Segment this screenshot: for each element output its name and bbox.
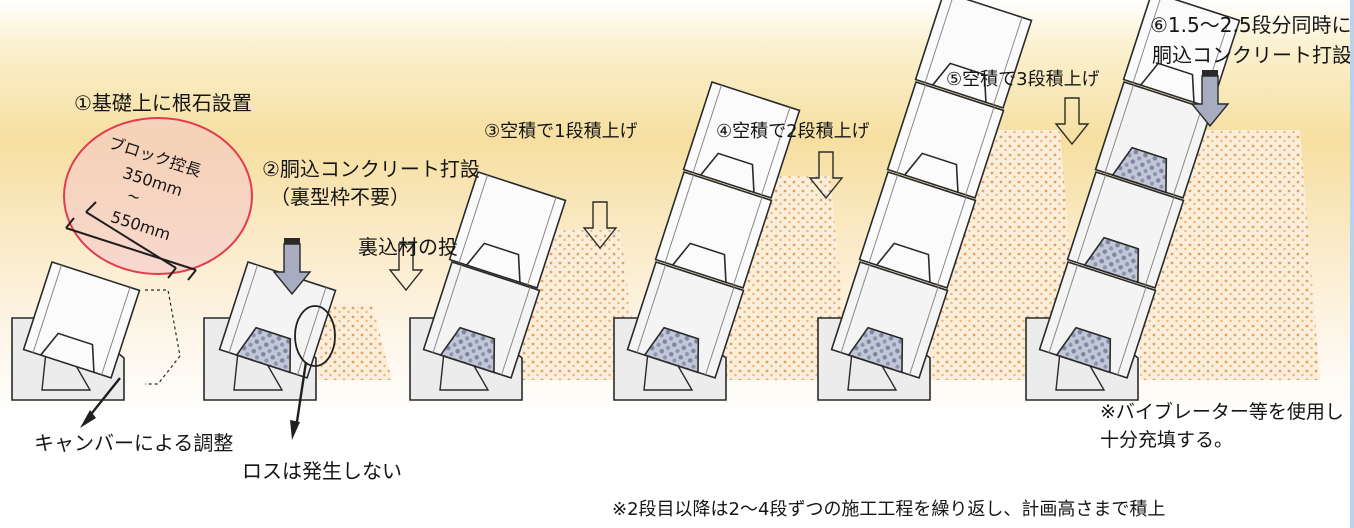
- no-loss-label: ロスは発生しない: [242, 459, 402, 483]
- vibrator-note-line1: ※バイブレーター等を使用し: [1100, 401, 1344, 423]
- block-length-highlight: [63, 117, 253, 275]
- step2-note: （裏型枠不要）: [270, 185, 410, 209]
- step1-label: ①基礎上に根石設置: [74, 91, 252, 115]
- backfill-label: 裏込材の投: [358, 235, 458, 259]
- step2-label: ②胴込コンクリート打設: [262, 157, 480, 181]
- step3-illustration: [409, 171, 640, 401]
- step6-illustration: [1025, 0, 1320, 401]
- camber-label: キャンバーによる調整: [34, 431, 234, 455]
- step6-label-line2: 胴込コンクリート打設: [1152, 43, 1352, 67]
- footnote: ※2段目以降は2～4段ずつの施工工程を繰り返し、計画高さまで積上: [612, 499, 1166, 520]
- step5-label: ⑤空積で3段積上げ: [946, 69, 1100, 90]
- step4-label: ④空積で2段積上げ: [716, 121, 870, 142]
- vibrator-note-line2: 十分充填する。: [1100, 429, 1234, 451]
- step1-illustration: [11, 117, 253, 428]
- step6-label-line1: ⑥1.5～2.5段分同時に: [1150, 13, 1352, 37]
- step2-illustration: [203, 237, 423, 440]
- step3-label: ③空積で1段積上げ: [484, 121, 638, 142]
